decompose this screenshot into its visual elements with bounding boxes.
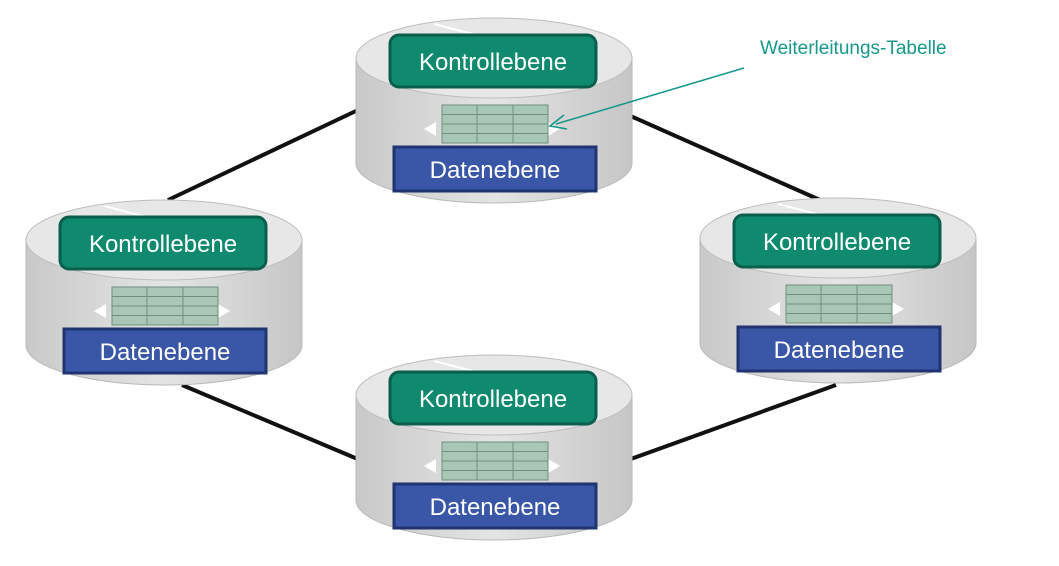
router-node-top: Kontrollebene Datenebene — [355, 17, 633, 204]
control-plane-box — [732, 213, 942, 269]
control-plane-label: Kontrollebene — [763, 229, 911, 256]
data-plane-box — [392, 145, 598, 193]
data-plane-label: Datenebene — [100, 339, 231, 366]
control-plane-box — [58, 215, 268, 271]
control-plane-box — [388, 33, 598, 89]
data-plane-label: Datenebene — [774, 337, 905, 364]
link-left-bottom — [181, 383, 361, 462]
router-node-right: Kontrollebene Datenebene — [699, 197, 977, 384]
forwarding-table-icon — [424, 104, 560, 144]
router-node-left: Kontrollebene Datenebene — [25, 199, 303, 386]
annotation-pointer — [555, 67, 745, 125]
annotation-arrowhead — [548, 114, 568, 130]
control-plane-label: Kontrollebene — [419, 49, 567, 76]
forwarding-table-icon — [424, 441, 560, 481]
data-plane-label: Datenebene — [430, 157, 561, 184]
link-right-bottom — [627, 383, 837, 462]
control-plane-label: Kontrollebene — [419, 386, 567, 413]
forwarding-table-icon — [94, 286, 230, 326]
data-plane-box — [62, 327, 268, 375]
data-plane-label: Datenebene — [430, 494, 561, 521]
data-plane-box — [736, 325, 942, 373]
link-top-right — [625, 112, 821, 202]
data-plane-box — [392, 482, 598, 530]
control-plane-box — [388, 370, 598, 426]
router-node-bottom: Kontrollebene Datenebene — [355, 354, 633, 541]
forwarding-table-icon — [768, 284, 904, 324]
forwarding-table-annotation: Weiterleitungs-Tabelle — [760, 38, 947, 59]
link-top-left — [167, 108, 359, 202]
control-plane-label: Kontrollebene — [89, 231, 237, 258]
